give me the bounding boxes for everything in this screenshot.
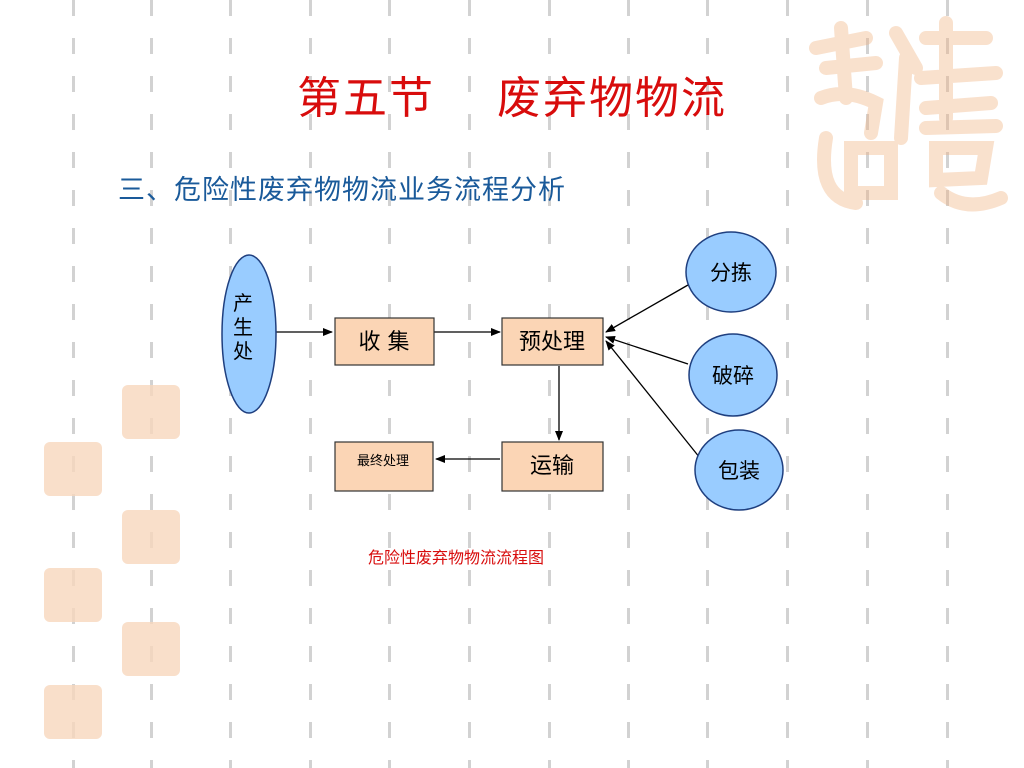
node-collect: 收 集 [334, 317, 435, 366]
slide-subtitle: 三、危险性废弃物物流业务流程分析 [118, 175, 566, 206]
seal-logo-small [44, 568, 102, 622]
seal-logo-small [122, 622, 180, 676]
node-pack: 包装 [694, 429, 784, 511]
node-transport-label: 运输 [530, 454, 574, 479]
edge-pack-pretreat [605, 340, 701, 459]
node-pack-label: 包装 [718, 459, 760, 483]
edge-sort-pretreat [605, 284, 689, 333]
node-crush: 破碎 [688, 333, 778, 417]
node-source: 产 生 处 [221, 254, 277, 414]
seal-logo-large [796, 8, 1016, 218]
node-sort: 分拣 [685, 231, 777, 313]
seal-logo-small [122, 385, 180, 439]
slide-title: 第五节 废弃物物流 [297, 73, 727, 124]
node-transport: 运输 [501, 441, 604, 492]
node-collect-label: 收 集 [359, 330, 410, 355]
node-source-char: 产 [233, 291, 253, 315]
seal-logo-small [122, 510, 180, 564]
seal-logo-small [44, 442, 102, 496]
node-sort-label: 分拣 [710, 261, 752, 285]
seal-logo-small [44, 685, 102, 739]
node-final-label: 最终处理 [357, 453, 409, 469]
node-source-char: 生 [233, 315, 253, 339]
node-pretreat: 预处理 [501, 317, 604, 366]
edge-crush-pretreat [605, 336, 689, 365]
node-final: 最终处理 [334, 441, 434, 492]
node-crush-label: 破碎 [712, 364, 754, 388]
node-source-char: 处 [233, 339, 253, 363]
diagram-caption: 危险性废弃物物流流程图 [368, 548, 545, 567]
node-pretreat-label: 预处理 [519, 330, 585, 355]
